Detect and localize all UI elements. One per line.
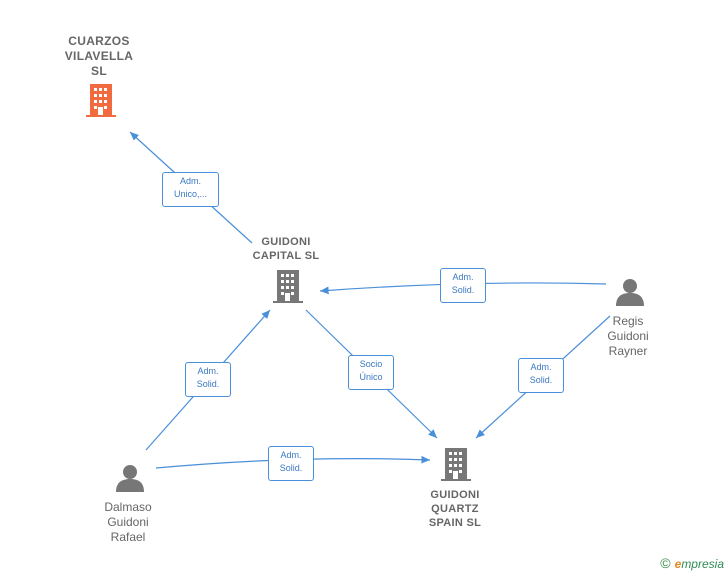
empresia-logo-initial: e [674, 557, 682, 571]
watermark: ©empresia [660, 555, 724, 571]
edge-label-dalmaso-to-capital[interactable]: Adm. Solid. [185, 362, 231, 397]
edge-label-regis-to-quartz[interactable]: Adm. Solid. [518, 358, 564, 393]
node-label-guidoni-quartz-spain: GUIDONI QUARTZ SPAIN SL [428, 489, 482, 529]
edge-label-dalmaso-to-quartz[interactable]: Adm. Solid. [268, 446, 314, 481]
edge-label-capital-to-cuarzos[interactable]: Adm. Unico,... [162, 172, 219, 207]
node-label-cuarzos-vilavella: CUARZOS VILAVELLA SL [64, 34, 134, 78]
node-label-regis-guidoni-rayner: Regis Guidoni Rayner [607, 314, 649, 358]
node-label-dalmaso-guidoni-rafael: Dalmaso Guidoni Rafael [104, 500, 152, 544]
empresia-logo-text: mpresia [681, 557, 724, 571]
copyright-symbol: © [660, 555, 671, 571]
building-icon [273, 270, 303, 303]
person-icon [116, 465, 144, 492]
node-label-guidoni-capital: GUIDONI CAPITAL SL [252, 236, 320, 262]
building-icon [441, 448, 471, 481]
building-icon [86, 84, 116, 117]
edge-label-regis-to-capital[interactable]: Adm. Solid. [440, 268, 486, 303]
edge-label-capital-to-quartz[interactable]: Socio Único [348, 355, 394, 390]
person-icon [616, 279, 644, 306]
